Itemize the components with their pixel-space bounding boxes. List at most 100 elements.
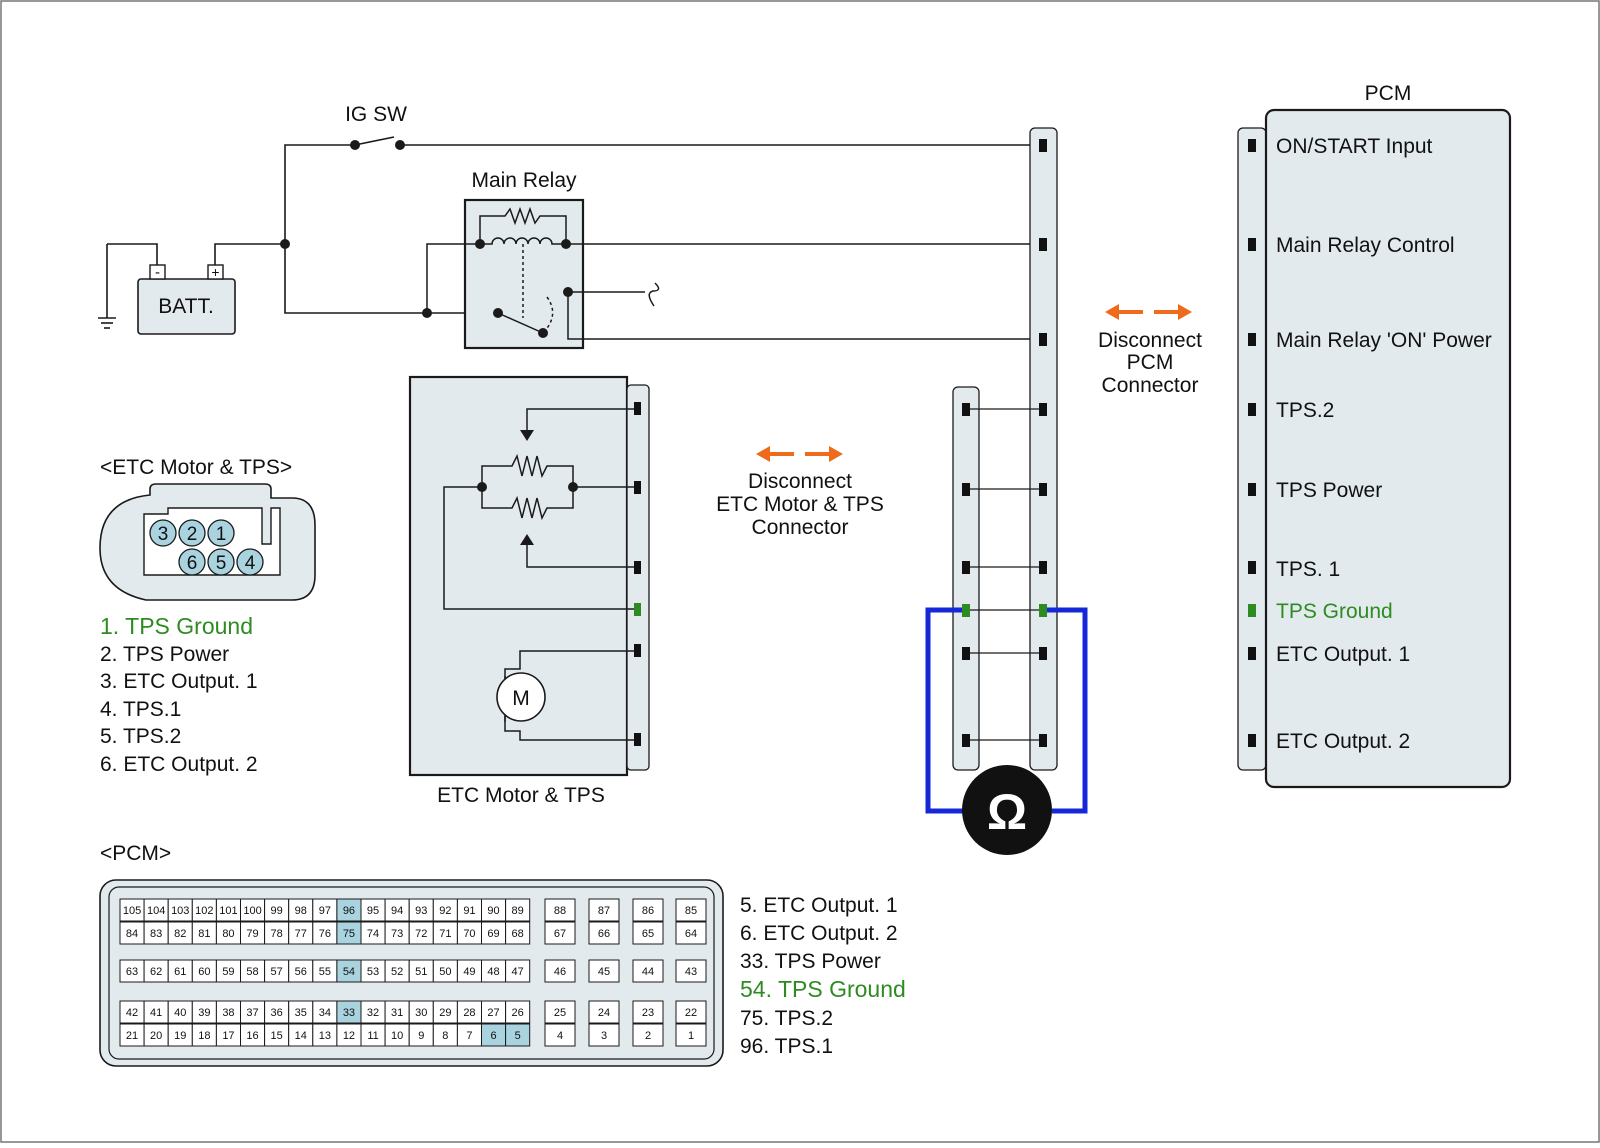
battery-label: BATT. <box>158 295 214 318</box>
pcm-pin-number: 16 <box>246 1030 258 1042</box>
pcm-pin-cell <box>588 959 620 983</box>
pcm-pin-cell <box>505 898 531 922</box>
pcm-terminal-tps-ground: TPS Ground <box>1276 600 1393 623</box>
pcm-pin-number: 48 <box>487 966 499 978</box>
pcm-pin-number: 44 <box>642 966 654 978</box>
pcm-module-pins <box>1248 139 1256 747</box>
pcm-pin-number: 104 <box>147 905 165 917</box>
pcm-terminal-etc-output2: ETC Output. 2 <box>1276 730 1410 753</box>
pcm-pin-number: 22 <box>685 1007 697 1019</box>
pcm-pin-number: 97 <box>319 905 331 917</box>
battery-neg-terminal <box>149 264 166 280</box>
battery-neg-label: - <box>155 264 160 281</box>
main-relay-internals <box>426 206 1043 340</box>
disconnect-etc-line1: Disconnect <box>748 470 852 493</box>
pcm-pin-number: 36 <box>271 1007 283 1019</box>
pcm-pin-number: 3 <box>601 1030 607 1042</box>
pcm-pin-number: 45 <box>598 966 610 978</box>
pcm-pin-number: 77 <box>295 928 307 940</box>
pcm-pin-number: 102 <box>195 905 213 917</box>
etc-pin-5: 5 <box>216 553 227 574</box>
pcm-terminal-relay-control: Main Relay Control <box>1276 234 1455 257</box>
etc-pin-desc: 5. TPS.2 <box>100 725 181 748</box>
pcm-terminal-etc-output1: ETC Output. 1 <box>1276 643 1410 666</box>
pcm-pin-number: 83 <box>150 928 162 940</box>
pcm-pin-number: 100 <box>243 905 261 917</box>
pcm-terminal-on-start: ON/START Input <box>1276 135 1433 158</box>
pcm-pin-number: 52 <box>391 966 403 978</box>
pcm-pin-number: 21 <box>126 1030 138 1042</box>
pcm-pin-number: 29 <box>439 1007 451 1019</box>
harness-wires <box>966 408 1043 741</box>
pcm-pin-number: 68 <box>512 928 524 940</box>
pcm-pin-cell <box>632 921 664 945</box>
pcm-pin-number: 89 <box>512 905 524 917</box>
pcm-pin-number: 105 <box>123 905 141 917</box>
etc-pin-6: 6 <box>187 553 198 574</box>
pcm-pin-number: 59 <box>222 966 234 978</box>
etc-connector-face <box>99 483 316 601</box>
pcm-pin-number: 75 <box>343 928 355 940</box>
pcm-harness-connector <box>1029 127 1058 771</box>
ig-sw-contact <box>395 140 405 150</box>
pcm-pin-number: 82 <box>174 928 186 940</box>
pcm-pin-number: 30 <box>415 1007 427 1019</box>
pcm-pin-number: 46 <box>554 966 566 978</box>
pcm-pin-desc: 96. TPS.1 <box>740 1035 833 1058</box>
pcm-pin-number: 50 <box>439 966 451 978</box>
ohmmeter-leads <box>925 607 1088 814</box>
pcm-pin-cell <box>632 1023 664 1047</box>
ohmmeter-icon <box>962 765 1052 855</box>
pcm-pin-number: 55 <box>319 966 331 978</box>
pcm-title: PCM <box>1365 82 1412 105</box>
pcm-pin-number: 61 <box>174 966 186 978</box>
pcm-pin-number: 92 <box>439 905 451 917</box>
pcm-pin-number: 24 <box>598 1007 610 1019</box>
pcm-pin-cell <box>544 921 576 945</box>
pcm-pin-number: 73 <box>391 928 403 940</box>
pcm-pin-number: 87 <box>598 905 610 917</box>
pcm-pin-number: 5 <box>515 1030 521 1042</box>
disconnect-pcm-line2: PCM <box>1127 351 1174 374</box>
pcm-pin-cell <box>675 1023 707 1047</box>
etc-harness-pins <box>962 403 970 747</box>
pcm-pin-number: 93 <box>415 905 427 917</box>
pcm-pin-number: 94 <box>391 905 403 917</box>
pcm-pin-number: 38 <box>222 1007 234 1019</box>
etc-pin-desc: 3. ETC Output. 1 <box>100 670 258 693</box>
pcm-pin-number: 66 <box>598 928 610 940</box>
pcm-pin-cell <box>675 921 707 945</box>
pcm-pin-cell <box>544 1000 576 1024</box>
pcm-pin-number: 28 <box>463 1007 475 1019</box>
pcm-pin-number: 49 <box>463 966 475 978</box>
pcm-pin-cell <box>675 1000 707 1024</box>
pcm-pin-number: 91 <box>463 905 475 917</box>
pcm-pin-number: 86 <box>642 905 654 917</box>
battery-pos-terminal <box>207 264 224 280</box>
pcm-pin-number: 41 <box>150 1007 162 1019</box>
pcm-harness-pins <box>1039 139 1047 747</box>
disconnect-pcm-line3: Connector <box>1102 374 1199 397</box>
pcm-pin-number: 76 <box>319 928 331 940</box>
pcm-pin-cell <box>632 898 664 922</box>
etc-disconnect-arrows <box>756 446 843 462</box>
pcm-module-connector <box>1237 127 1267 771</box>
pcm-disconnect-arrows <box>1105 304 1192 320</box>
pcm-terminal-tps-power: TPS Power <box>1276 479 1382 502</box>
pcm-pin-number: 56 <box>295 966 307 978</box>
main-relay-label: Main Relay <box>471 169 577 192</box>
pcm-pin-number: 98 <box>295 905 307 917</box>
pcm-pin-number: 103 <box>171 905 189 917</box>
pcm-pin-number: 37 <box>246 1007 258 1019</box>
pcm-pin-number: 19 <box>174 1030 186 1042</box>
pcm-pin-number: 51 <box>415 966 427 978</box>
pcm-pin-number: 11 <box>367 1030 378 1042</box>
pcm-pin-number: 18 <box>198 1030 210 1042</box>
pcm-pin-number: 20 <box>150 1030 162 1042</box>
pcm-pin-cell <box>505 959 531 983</box>
pcm-pin-number: 101 <box>219 905 237 917</box>
pcm-pin-number: 12 <box>343 1030 355 1042</box>
pcm-pin-number: 79 <box>246 928 258 940</box>
etc-pin-1: 1 <box>216 524 227 545</box>
